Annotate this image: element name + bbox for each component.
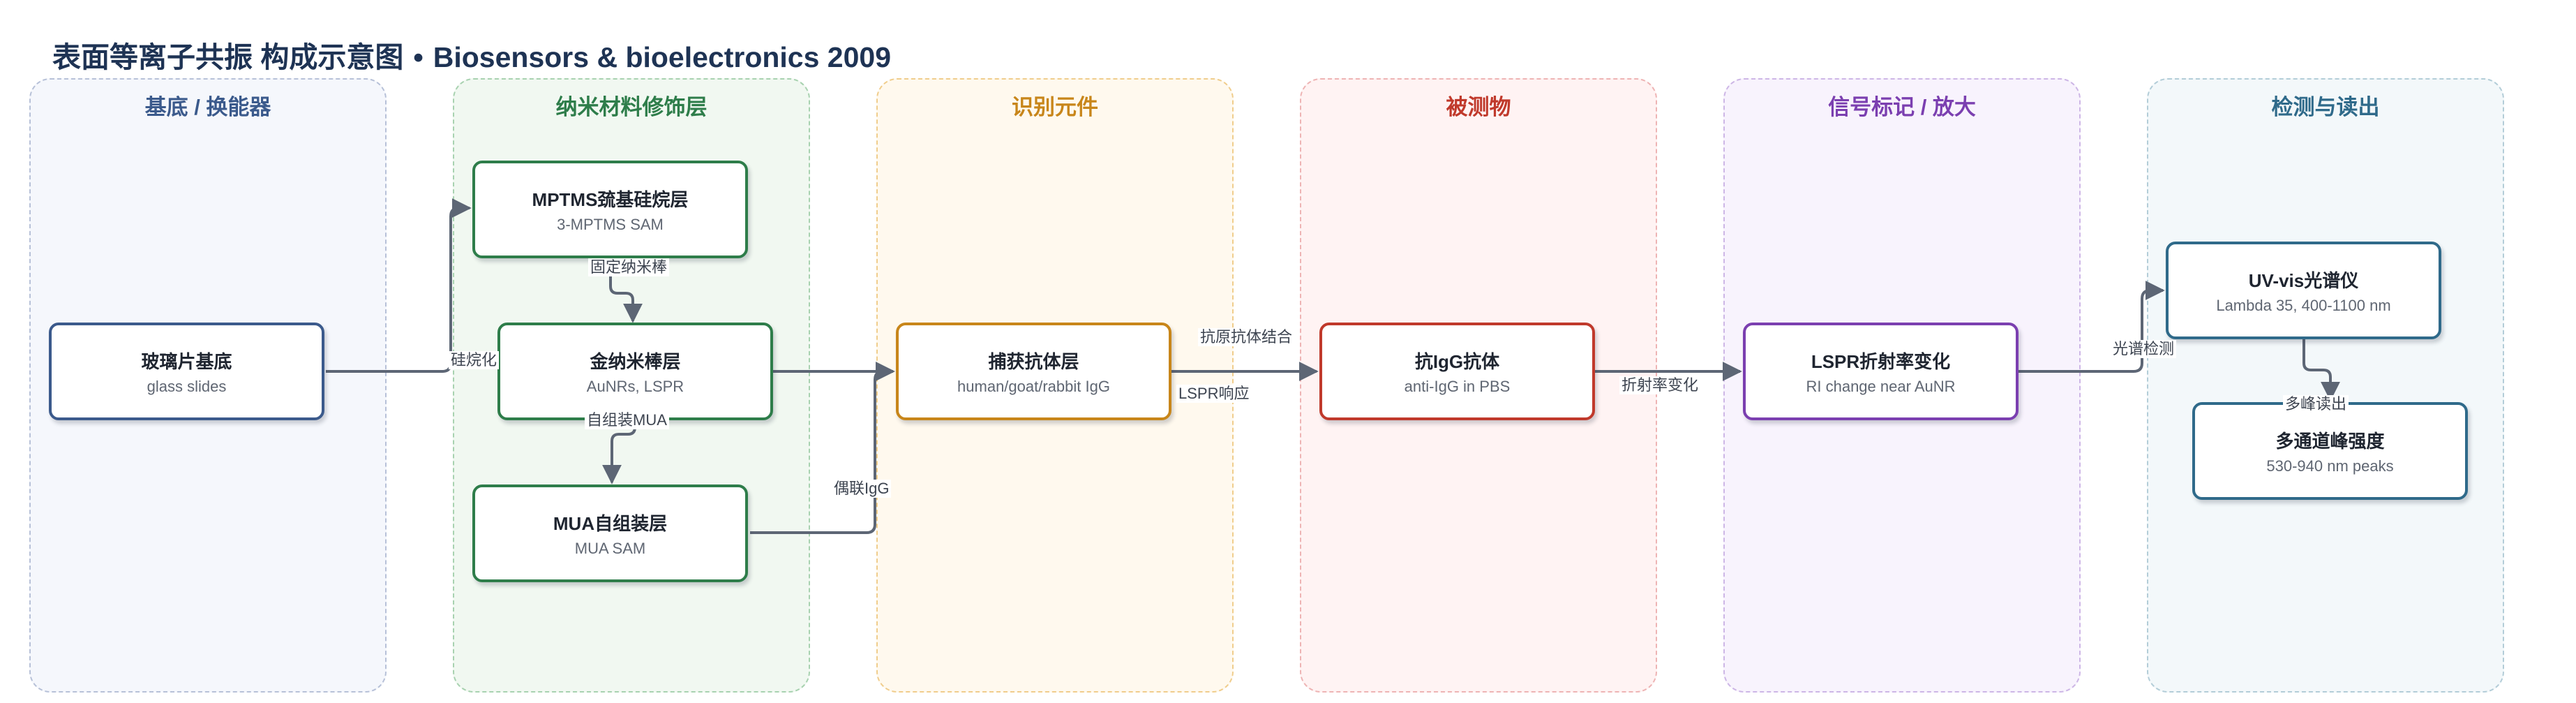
node-multichannel-peaks: 多通道峰强度 530-940 nm peaks (2192, 402, 2468, 500)
node-mptms-layer: MPTMS巯基硅烷层 3-MPTMS SAM (472, 161, 748, 258)
node-gold-nanorod-layer-subtitle: AuNRs, LSPR (586, 377, 684, 395)
node-uv-vis-spectrometer-subtitle: Lambda 35, 400-1100 nm (2216, 296, 2391, 314)
lane-title-substrate: 基底 / 换能器 (144, 95, 271, 119)
lane-title-readout: 检测与读出 (2271, 95, 2380, 119)
node-anti-igg: 抗IgG抗体 anti-IgG in PBS (1319, 323, 1595, 420)
lane-title-nano-modification: 纳米材料修饰层 (555, 95, 707, 119)
node-mptms-layer-title: MPTMS巯基硅烷层 (532, 188, 689, 210)
edge-label-self-assemble-mua: 自组装MUA (585, 411, 669, 429)
node-anti-igg-title: 抗IgG抗体 (1414, 350, 1500, 372)
node-capture-antibody: 捕获抗体层 human/goat/rabbit IgG (896, 323, 1171, 420)
node-lspr-ri-change: LSPR折射率变化 RI change near AuNR (1743, 323, 2019, 420)
node-uv-vis-spectrometer: UV-vis光谱仪 Lambda 35, 400-1100 nm (2166, 242, 2441, 339)
node-gold-nanorod-layer: 金纳米棒层 AuNRs, LSPR (497, 323, 773, 420)
edge-label-ri-change: 折射率变化 (1619, 376, 1701, 394)
edge-label-lspr-response: LSPR响应 (1176, 385, 1252, 403)
lane-title-recognition: 识别元件 (1012, 95, 1098, 119)
node-mua-sam-layer-title: MUA自组装层 (553, 512, 668, 534)
node-gold-nanorod-layer-title: 金纳米棒层 (590, 350, 681, 372)
page-title: 表面等离子共振 构成示意图 • Biosensors & bioelectronic… (52, 34, 891, 75)
node-anti-igg-subtitle: anti-IgG in PBS (1404, 377, 1511, 395)
edge-label-silanize: 硅烷化 (449, 351, 500, 369)
source-citation: Biosensors & bioelectronics 2009 (433, 41, 892, 73)
node-glass-slide: 玻璃片基底 glass slides (49, 323, 324, 420)
edge-aunr-to-mua (602, 419, 636, 484)
lane-title-signal: 信号标记 / 放大 (1828, 95, 1976, 119)
edge-label-fix-nanorod: 固定纳米棒 (588, 258, 670, 276)
lane-title-analyte: 被测物 (1446, 95, 1511, 119)
edge-mptms-to-aunr (609, 257, 643, 323)
node-multichannel-peaks-subtitle: 530-940 nm peaks (2266, 457, 2394, 475)
node-uv-vis-spectrometer-title: UV-vis光谱仪 (2248, 269, 2359, 291)
node-capture-antibody-subtitle: human/goat/rabbit IgG (957, 377, 1110, 395)
diagram-title: 表面等离子共振 构成示意图 (52, 41, 404, 73)
edge-label-couple-igg: 偶联IgG (832, 480, 892, 498)
edge-uvvis-to-multi (2302, 339, 2340, 401)
node-mua-sam-layer-subtitle: MUA SAM (574, 539, 646, 557)
node-capture-antibody-title: 捕获抗体层 (988, 350, 1079, 372)
edge-label-antigen-antibody: 抗原抗体结合 (1198, 328, 1295, 346)
edge-mua-to-capture (750, 362, 895, 534)
node-glass-slide-title: 玻璃片基底 (141, 350, 232, 372)
node-mua-sam-layer: MUA自组装层 MUA SAM (472, 484, 748, 582)
edge-lspr-to-uvvis (2018, 281, 2165, 373)
title-separator: • (413, 41, 424, 73)
node-glass-slide-subtitle: glass slides (147, 377, 227, 395)
edge-label-multi-peak-readout: 多峰读出 (2283, 395, 2349, 413)
node-lspr-ri-change-title: LSPR折射率变化 (1811, 350, 1951, 372)
edge-glass-to-mptms (326, 198, 472, 373)
node-lspr-ri-change-subtitle: RI change near AuNR (1806, 377, 1956, 395)
node-multichannel-peaks-title: 多通道峰强度 (2275, 430, 2385, 452)
edge-label-spectral-detect: 光谱检测 (2111, 340, 2177, 358)
node-mptms-layer-subtitle: 3-MPTMS SAM (557, 215, 664, 233)
